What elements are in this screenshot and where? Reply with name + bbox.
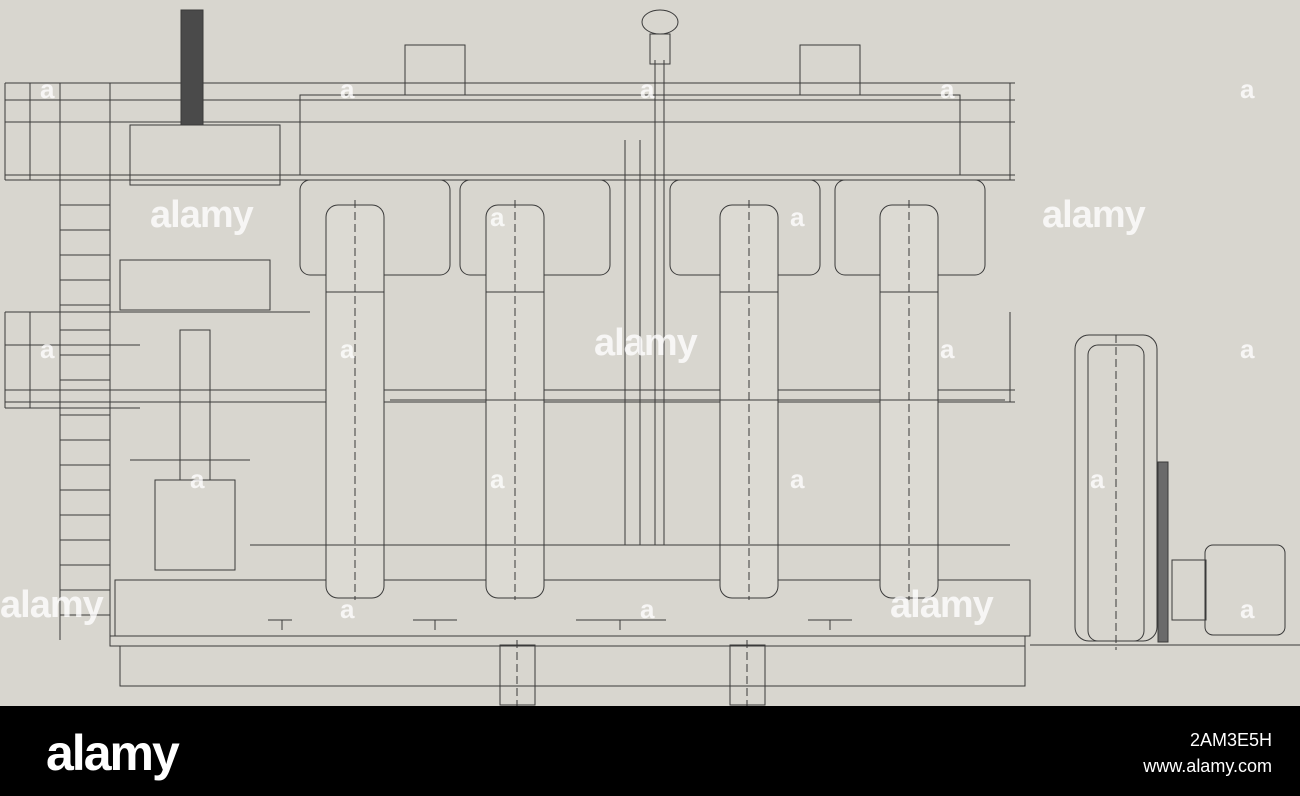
exhaust-stack [180, 9, 204, 126]
engine-elevation-svg [4, 9, 1300, 706]
watermark-letter: a [1240, 334, 1255, 364]
watermark-text: alamy [0, 584, 104, 626]
footer-logo[interactable]: alamy [46, 725, 180, 781]
watermark-letter: a [490, 202, 505, 232]
watermark-letter: a [1240, 594, 1255, 624]
ladder-rungs [60, 204, 110, 616]
footer-bar: alamy 2AM3E5H www.alamy.com [0, 706, 1300, 796]
site-url[interactable]: www.alamy.com [1143, 756, 1272, 776]
watermark-letter: a [1090, 464, 1105, 494]
base-rail [109, 635, 1026, 647]
watermark-letter: a [40, 334, 55, 364]
bedplate [114, 579, 1031, 637]
watermark-letter: a [40, 74, 55, 104]
cylinder-head-block [299, 94, 961, 176]
watermark-letter: a [640, 594, 655, 624]
watermark-letter: a [940, 74, 955, 104]
watermark-letter: a [1240, 74, 1255, 104]
watermark-text: alamy [890, 584, 994, 626]
watermark-letter: a [340, 594, 355, 624]
watermark-letter: a [490, 464, 505, 494]
watermark-text: alamy [1042, 194, 1146, 236]
watermark-letter: a [190, 464, 205, 494]
watermark-letter: a [790, 202, 805, 232]
watermark-text: alamy [594, 322, 698, 364]
base-bed [119, 645, 1026, 687]
watermark-letter: a [940, 334, 955, 364]
generator [1204, 544, 1286, 636]
flywheel [1074, 334, 1158, 642]
watermark-text: alamy [150, 194, 254, 236]
watermark-letter: a [640, 74, 655, 104]
image-id: 2AM3E5H [1189, 730, 1272, 750]
engine-technical-drawing: alamy alamy alamy alamy alamy a a a a a … [0, 0, 1300, 706]
watermark-letter: a [790, 464, 805, 494]
watermark-letter: a [340, 334, 355, 364]
watermark-letter: a [340, 74, 355, 104]
